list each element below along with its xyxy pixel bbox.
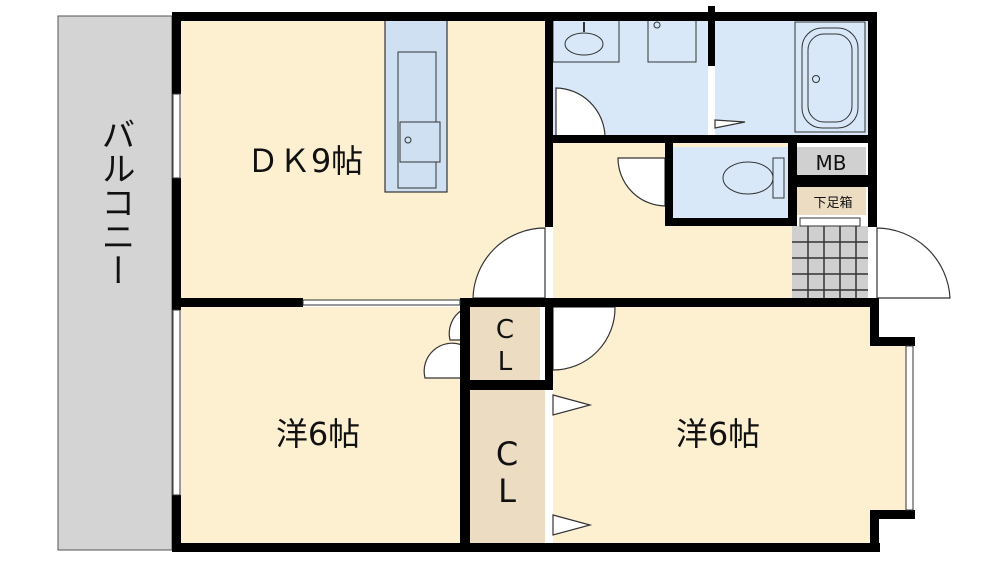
western-left-label: 洋6帖: [276, 415, 360, 453]
shoe-cabinet: [797, 187, 866, 215]
closet-bottom: [470, 390, 545, 543]
meter-box-label: MB: [816, 151, 847, 175]
doors: [423, 87, 951, 536]
bay-window-floor: [870, 345, 908, 510]
walls: [172, 6, 915, 552]
closet-top-l: L: [498, 347, 513, 377]
dk-floor: [181, 20, 545, 300]
kitchen-counter: [384, 19, 448, 193]
windows: [172, 93, 914, 511]
closet-bottom-l: L: [498, 472, 516, 510]
meter-box: [797, 147, 866, 175]
closet-top-c: C: [496, 315, 514, 345]
entrance-tiles: [792, 217, 868, 298]
closet-top: [470, 307, 540, 380]
bathroom-floor: [715, 20, 868, 136]
bathtub-icon: [794, 21, 866, 133]
balcony: [57, 15, 173, 551]
shoe-cabinet-label: 下足箱: [813, 195, 852, 211]
balcony-label: バルコニー: [95, 117, 135, 287]
right-room-floor: [553, 307, 870, 544]
toilet-floor: [673, 147, 789, 219]
svg-text:バルコニー: バルコニー: [95, 117, 135, 287]
western-right-label: 洋6帖: [676, 415, 760, 453]
toilet-icon: [722, 157, 785, 199]
closet-bottom-c: C: [496, 435, 518, 473]
left-room-floor: [181, 307, 463, 544]
dk-label: ＤＫ9帖: [247, 142, 363, 180]
